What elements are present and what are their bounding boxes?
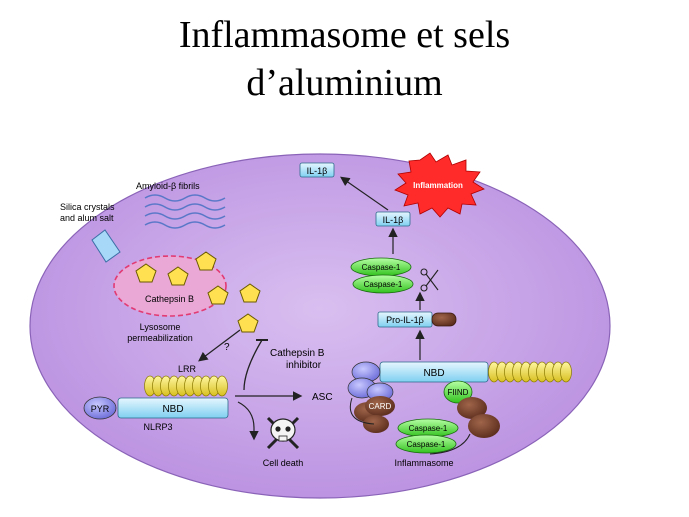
inflammation-label: Inflammation [413, 181, 463, 190]
fiind-label: FIIND [448, 388, 469, 397]
skull-icon [266, 416, 300, 450]
pyr-domain [83, 396, 117, 420]
particle-icon [237, 313, 259, 333]
nbd-right-label: NBD [423, 368, 444, 379]
particle-icon [167, 266, 189, 286]
page-title-line-2: d’aluminium [246, 62, 443, 104]
nlrp3-label: NLRP3 [143, 422, 172, 432]
lrr-repeats-left [144, 375, 228, 397]
caspase-bot-2 [395, 434, 457, 454]
particle-icon [135, 263, 157, 283]
nbd-left-label: NBD [162, 404, 183, 415]
caspase-top-2 [352, 274, 414, 294]
silica-crystal-icon [91, 229, 121, 263]
inhibitor-label-line-1: Cathepsin B [270, 348, 325, 359]
card-domain [365, 396, 395, 416]
cathepsin-b-label: Cathepsin B [145, 294, 194, 304]
cell-body [29, 153, 611, 499]
caspase-top-1-label: Caspase-1 [362, 263, 401, 272]
lrr-repeats-right [488, 361, 572, 383]
silica-label-line-1: Silica crystals [60, 202, 115, 212]
lrr-repeat [216, 375, 228, 397]
inflammation-burst-icon [394, 152, 485, 218]
arrow-to-lrr [198, 329, 241, 362]
lrr-label: LRR [178, 364, 197, 374]
cell-death-label: Cell death [263, 458, 304, 468]
il1b-mid-box [375, 211, 411, 227]
page-title-line-1: Inflammasome et sels [178, 14, 511, 56]
pyr-label: PYR [91, 404, 110, 414]
asc-label: ASC [312, 392, 333, 403]
lysosome-label-line-2: permeabilization [127, 333, 193, 343]
inflammasome-label: Inflammasome [394, 458, 453, 468]
particle-icon [239, 283, 261, 303]
silica-label-line-2: and alum salt [60, 213, 114, 223]
particle-icon [195, 251, 217, 271]
inflammasome-curve-right [429, 433, 471, 455]
arrow-to-cell-death [237, 401, 259, 441]
il1b-top-box [299, 162, 335, 178]
nbd-box-left [117, 397, 229, 419]
caspase-top-2-label: Caspase-1 [364, 280, 403, 289]
caspase-bot-1-label: Caspase-1 [409, 424, 448, 433]
card-label: CARD [369, 402, 392, 411]
card-ball [363, 415, 389, 433]
fiind-domain [443, 380, 473, 404]
card-ball [457, 397, 487, 419]
il1b-top-label: IL-1β [307, 166, 328, 176]
inflammasome-curve-left [349, 397, 375, 425]
il1b-mid-label: IL-1β [383, 215, 404, 225]
question-mark: ? [224, 342, 230, 353]
scissors-icon [420, 268, 439, 292]
inhibitor-label-line-2: inhibitor [286, 360, 322, 371]
amyloid-label: Amyloid-β fibrils [136, 181, 200, 191]
amyloid-fibrils-icon [144, 194, 226, 229]
particle-icon [207, 285, 229, 305]
particle-pentagons [135, 251, 261, 333]
card-ball [468, 414, 500, 438]
pro-domain [431, 312, 457, 327]
caspase-bot-2-label: Caspase-1 [407, 440, 446, 449]
lrr-repeat [560, 361, 572, 383]
inhibitor-bar [243, 339, 263, 391]
arrow-il1b-release [340, 176, 389, 211]
lysosome-label-line-1: Lysosome [140, 322, 181, 332]
pro-il1b-label: Pro-IL-1β [386, 315, 424, 325]
